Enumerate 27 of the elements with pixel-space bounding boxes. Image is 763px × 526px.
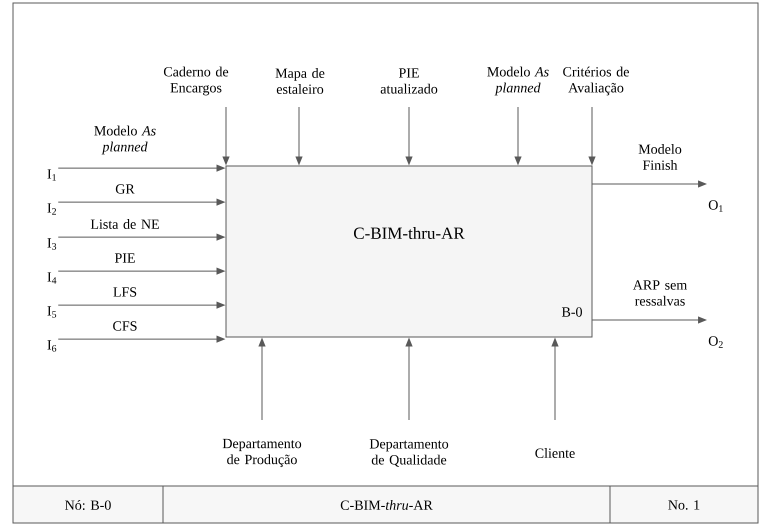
edge-label: ARP sem ressalvas [632,280,687,306]
edge-label: PIE [114,253,135,263]
edge-label: Mapa de estaleiro [276,68,324,94]
edge-label: Departamento de Qualidade [370,439,448,467]
port-label: I$_{2}$ [47,203,56,215]
port-label: I$_{3}$ [47,238,56,250]
edge-label: Departamento de Produção [222,438,302,468]
port-label: I$_{4}$ [47,272,56,284]
port-label: O$_{2}$ [708,336,723,348]
edge-label: Modelo As planned [487,66,549,96]
process-box: C-BIM-thru-AR B-0 [226,166,592,338]
port-label: I$_{1}$ [47,169,56,181]
edge-label: Modelo Finish [638,144,682,170]
edge-label: Modelo As planned [94,126,156,154]
port-label: I$_{5}$ [47,306,56,318]
port-label: I$_{6}$ [47,340,56,352]
edge-label: Cliente [535,448,575,458]
edge-label: Caderno de Encargos [164,66,228,96]
edge-label: Lista de NE [90,219,159,229]
port-label: O$_{1}$ [708,200,723,212]
table-cell: No. 1 [610,486,758,524]
edge-label: Critérios de Avaliação [563,66,629,96]
table-cell: Nó: B-0 [12,486,164,524]
edge-label: PIE atualizado [380,68,438,94]
edge-label: LFS [113,287,136,297]
edge-label: GR [116,184,135,194]
edge-label: CFS [113,321,137,331]
